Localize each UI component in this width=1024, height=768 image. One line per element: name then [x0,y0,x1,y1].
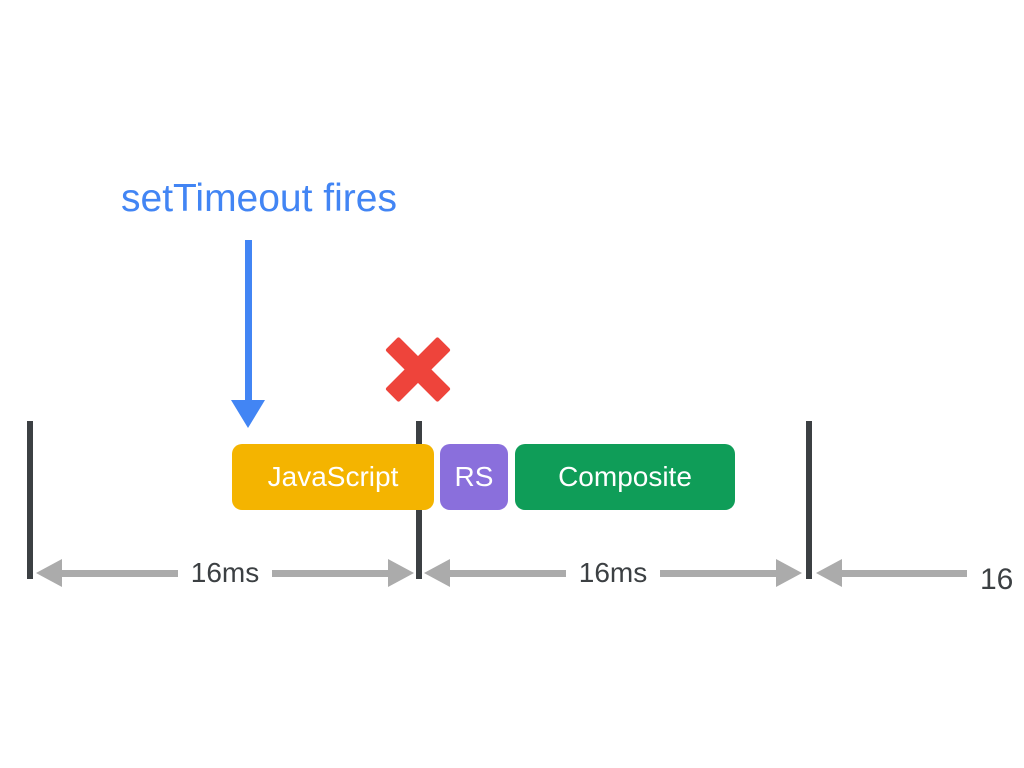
measure-arrow-frame1: 16ms [36,557,414,588]
frame-boundary-tick [27,421,33,579]
arrowhead-right-icon [776,559,802,587]
measure-arrow-frame2: 16ms [424,557,802,588]
rs-block-label: RS [454,461,494,492]
settimeout-fires-label: setTimeout fires [121,177,397,220]
measure-line [272,569,388,577]
measure-line [842,569,967,577]
down-arrow-shaft [245,240,252,401]
rs-block: RS [440,444,508,510]
composite-block: Composite [515,444,735,510]
down-arrow-icon [230,240,267,428]
arrowhead-left-icon [36,559,62,587]
frame-boundary-tick [806,421,812,579]
measure-label: 16 [980,563,1014,596]
composite-block-label: Composite [558,461,692,492]
down-arrow-head [231,400,265,428]
arrowhead-left-icon [424,559,450,587]
javascript-block: JavaScript [232,444,434,510]
measure-arrow-frame3: 16 [816,559,1024,596]
measure-line [62,569,178,577]
arrowhead-left-icon [816,559,842,587]
javascript-block-label: JavaScript [267,461,399,492]
measure-label: 16ms [190,557,260,588]
measure-line [450,569,566,577]
missed-frame-x-icon [385,336,451,403]
arrowhead-right-icon [388,559,414,587]
measure-label: 16ms [578,557,648,588]
measure-line [660,569,776,577]
